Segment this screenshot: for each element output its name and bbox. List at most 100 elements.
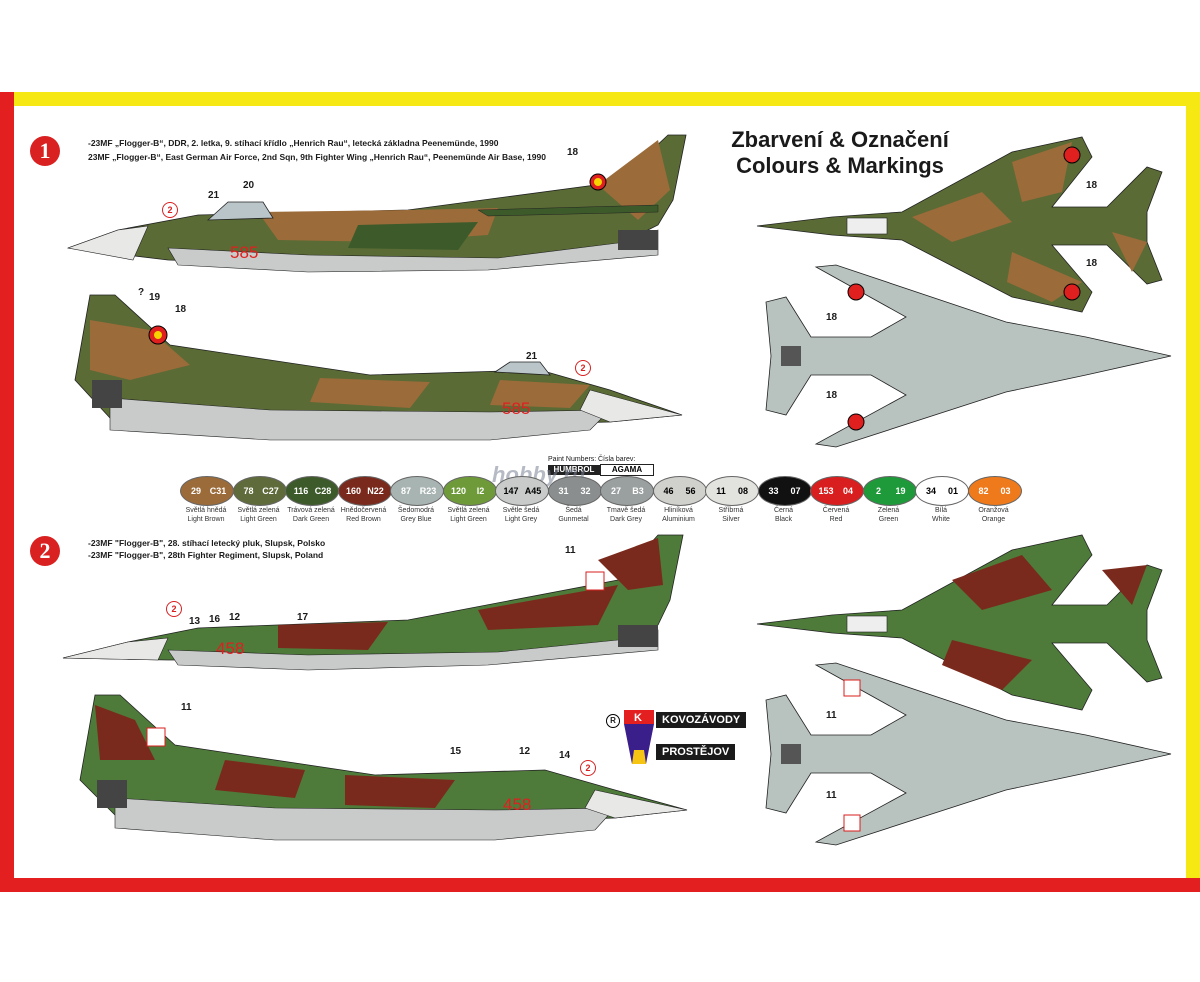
- humbrol-number: 116: [293, 486, 309, 496]
- humbrol-number: 31: [558, 486, 569, 496]
- callout-18: 18: [826, 312, 838, 323]
- serial-585-bottom: 585: [502, 399, 530, 418]
- callout-20: 20: [243, 180, 255, 191]
- scheme-1-side-view-bottom: 585: [74, 294, 683, 441]
- serial-458-bottom: 458: [503, 795, 531, 814]
- paint-oval: 29 C31: [180, 476, 234, 506]
- paint-name-en: Dark Grey: [610, 516, 642, 523]
- callout-2: 2: [580, 760, 596, 776]
- paint-name-en: Light Brown: [187, 516, 225, 523]
- callout-16: 16: [209, 614, 221, 625]
- scheme-2-caption-cz: -23MF "Flogger-B", 28. stíhací letecký p…: [88, 538, 326, 548]
- humbrol-number: 82: [978, 486, 989, 496]
- paint-name-en: Aluminium: [662, 516, 695, 523]
- paint-name-cz: Bílá: [934, 507, 948, 514]
- agama-number: 56: [685, 486, 696, 496]
- paint-name-cz: Světle šedá: [502, 507, 540, 514]
- page-title: Zbarvení & Označení Colours & Markings: [700, 127, 980, 179]
- callout-21: 21: [526, 351, 538, 362]
- paint-name-cz: Šedá: [565, 507, 582, 514]
- callout-11: 11: [181, 702, 192, 713]
- paint-name-cz: Černá: [773, 507, 794, 514]
- callout-18: 18: [567, 147, 579, 158]
- agama-number: B3: [632, 486, 644, 496]
- paint-oval: 78 C27: [232, 476, 287, 506]
- paint-name-en: Silver: [722, 516, 740, 523]
- title-cz: Zbarvení & Označení: [731, 127, 949, 152]
- logo-emblem-icon: K: [624, 710, 654, 764]
- agama-number: 01: [947, 486, 958, 496]
- paint-name-cz: Červená: [822, 507, 850, 514]
- paint-name-cz: Stříbrná: [718, 507, 744, 514]
- scheme-2-caption-en: -23MF "Flogger-B", 28th Fighter Regiment…: [88, 550, 324, 560]
- paint-name-cz: Světlá hnědá: [185, 507, 227, 514]
- agama-number: 08: [737, 486, 748, 496]
- paint-oval: 2 19: [862, 476, 917, 506]
- registered-mark: R: [606, 714, 620, 728]
- humbrol-number: 160: [345, 486, 362, 496]
- humbrol-number: 46: [663, 486, 674, 496]
- paint-oval: 31 32: [547, 476, 602, 506]
- frame-bottom-red: [0, 878, 1200, 892]
- agama-number: 32: [580, 486, 591, 496]
- logo-line1: KOVOZÁVODY: [656, 712, 747, 728]
- callout-13: 13: [189, 616, 201, 627]
- paint-name-cz: Světlá zelená: [237, 507, 280, 514]
- callout-15: 15: [450, 746, 462, 757]
- callout-19: 19: [149, 292, 161, 303]
- humbrol-number: 2: [875, 486, 881, 496]
- humbrol-number: 153: [818, 486, 834, 496]
- callout-18: 18: [826, 390, 838, 401]
- humbrol-number: 78: [243, 486, 254, 496]
- scheme-1-side-view-top: 585: [66, 134, 687, 273]
- agama-number: 07: [790, 486, 801, 496]
- paint-name-en: Dark Green: [292, 516, 330, 523]
- frame-left-red: [0, 92, 14, 892]
- callout-18: 18: [1086, 180, 1098, 191]
- callout-12: 12: [229, 612, 241, 623]
- agama-number: 19: [895, 486, 906, 496]
- paint-name-en: White: [932, 516, 950, 523]
- paint-name-en: Red Brown: [346, 516, 381, 523]
- paint-name-en: Grey Blue: [400, 516, 432, 523]
- callout-11: 11: [826, 710, 837, 721]
- scheme-2-side-view-bottom: 458: [79, 694, 688, 841]
- callout-question: ?: [138, 287, 145, 298]
- logo-letter-k: K: [634, 712, 642, 724]
- callout-18: 18: [1086, 258, 1098, 269]
- paint-name-cz: Šedomodrá: [397, 507, 435, 514]
- scheme-1-plan-bottom: [765, 264, 1172, 448]
- agama-number: C31: [209, 486, 227, 496]
- paint-name-en: Light Green: [450, 516, 487, 523]
- callout-21: 21: [208, 190, 220, 201]
- humbrol-label: HUMBROL: [548, 465, 600, 475]
- callout-11: 11: [565, 545, 576, 556]
- title-en: Colours & Markings: [736, 153, 944, 178]
- paint-name-cz: Trávová zelená: [287, 507, 335, 514]
- agama-number: C27: [262, 486, 279, 496]
- scheme-2-badge: 2: [30, 536, 60, 566]
- paint-name-en: Red: [829, 516, 843, 523]
- agama-label: AGAMA: [600, 464, 654, 476]
- scheme-2-side-view-top: 458: [62, 534, 684, 671]
- humbrol-number: 29: [190, 486, 201, 496]
- agama-number: 03: [1000, 486, 1011, 496]
